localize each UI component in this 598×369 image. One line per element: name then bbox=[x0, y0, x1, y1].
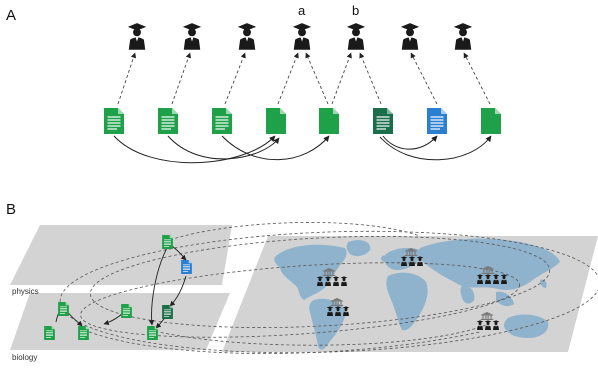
document-icon bbox=[319, 108, 339, 134]
document-icon bbox=[212, 108, 232, 134]
document-icon bbox=[78, 326, 89, 340]
person-label-a: a bbox=[298, 3, 306, 18]
biology-plate bbox=[10, 293, 230, 350]
document-icon bbox=[373, 108, 393, 134]
world-map bbox=[274, 238, 560, 350]
document-icon bbox=[181, 260, 192, 274]
document-icon bbox=[158, 108, 178, 134]
authorship-arrows bbox=[117, 52, 491, 105]
document-icon bbox=[427, 108, 447, 134]
citation-arcs bbox=[113, 135, 492, 164]
graduate-icon bbox=[400, 23, 420, 50]
document-icon bbox=[162, 305, 173, 319]
panel-a-persons bbox=[127, 23, 473, 50]
graduate-icon bbox=[127, 23, 147, 50]
document-icon bbox=[147, 326, 158, 340]
graduate-icon bbox=[292, 23, 312, 50]
document-icon bbox=[58, 302, 69, 316]
field-label-physics: physics bbox=[12, 287, 39, 296]
document-icon bbox=[266, 108, 286, 134]
graduate-icon bbox=[237, 23, 257, 50]
document-icon bbox=[121, 304, 132, 318]
document-icon bbox=[44, 326, 55, 340]
document-icon bbox=[481, 108, 501, 134]
panel-a-documents bbox=[104, 108, 501, 134]
document-icon bbox=[162, 235, 173, 249]
graduate-icon bbox=[453, 23, 473, 50]
mobility-connections bbox=[59, 222, 598, 354]
document-network bbox=[55, 245, 187, 329]
graduate-icon bbox=[182, 23, 202, 50]
person-label-b: b bbox=[352, 3, 359, 18]
physics-plate bbox=[10, 225, 232, 285]
panel-b-label: B bbox=[6, 201, 16, 218]
document-icon bbox=[104, 108, 124, 134]
graduate-icon bbox=[346, 23, 366, 50]
panel-a-label: A bbox=[6, 7, 16, 24]
field-label-biology: biology bbox=[12, 353, 37, 362]
